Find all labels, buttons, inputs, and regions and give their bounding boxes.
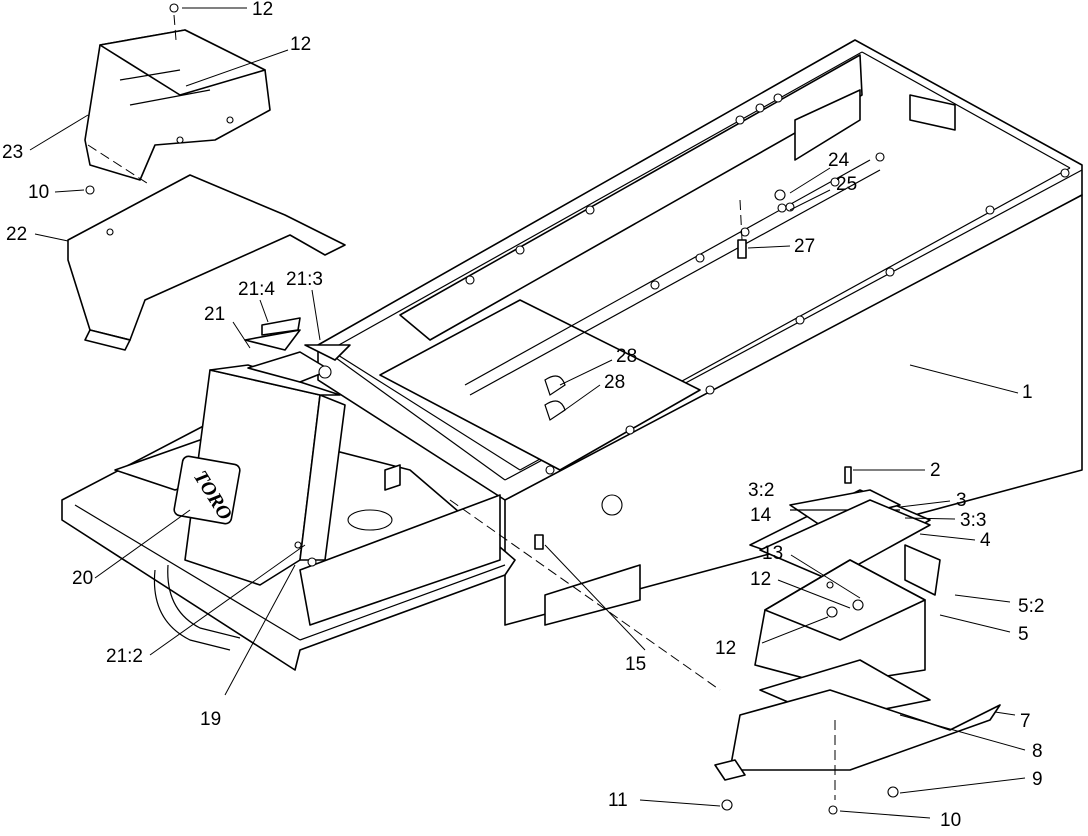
callout-20: 20 [72,568,93,589]
callout-labels: 12 12 23 10 22 21 21:4 21:3 24 25 27 28 … [2,0,1044,831]
callout-23: 23 [2,142,23,163]
callout-8: 8 [1032,741,1043,762]
callout-5: 5 [1018,624,1029,645]
callout-12-lower: 12 [715,638,736,659]
callout-9: 9 [1032,769,1043,790]
callout-21: 21 [204,304,225,325]
callout-12-cover: 12 [290,34,311,55]
callout-21-4: 21:4 [238,279,275,300]
callout-25: 25 [836,174,857,195]
callout-7: 7 [1020,711,1031,732]
callout-15: 15 [625,654,646,675]
leader-lines [29,7,1026,819]
assembly-lines [87,14,836,800]
callout-28-upper: 28 [616,346,637,367]
lower-cover [67,174,346,351]
callout-11: 11 [608,790,628,811]
bracket-assembly [714,489,1001,781]
control-tower: TORO [173,317,351,586]
callout-19: 19 [200,709,221,730]
top-cover [84,29,271,181]
callout-12-bracket: 12 [750,569,771,590]
callout-10-left: 10 [28,182,49,203]
callout-5-2: 5:2 [1018,596,1044,617]
callout-4: 4 [980,530,991,551]
callout-27: 27 [794,236,815,257]
callout-28-lower: 28 [604,372,625,393]
callout-24: 24 [828,150,850,171]
callout-10-bottom: 10 [940,810,961,831]
callout-13: 13 [762,543,783,564]
callout-14: 14 [750,505,772,526]
main-frame [317,39,1083,626]
callout-21-3: 21:3 [286,269,323,290]
callout-3-3: 3:3 [960,510,986,531]
callout-22: 22 [6,224,27,245]
callout-3: 3 [956,490,967,511]
hardware [85,3,899,815]
callout-3-2: 3:2 [748,480,774,501]
callout-2: 2 [930,460,941,481]
callout-12-top: 12 [252,0,273,20]
callout-21-2: 21:2 [106,646,143,667]
callout-1: 1 [1022,382,1033,403]
